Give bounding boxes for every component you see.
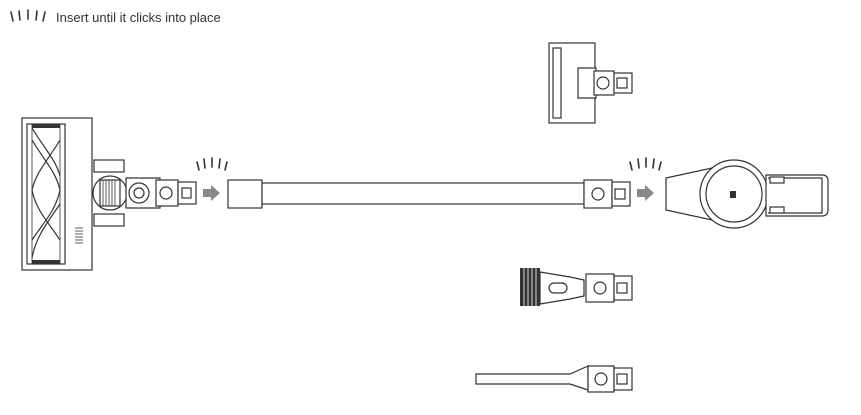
legend-text: Insert until it clicks into place	[56, 9, 221, 25]
click-sound-icon	[10, 9, 46, 22]
extension-tube	[227, 179, 631, 209]
handheld-unit	[665, 159, 829, 229]
legend: Insert until it clicks into place	[8, 6, 221, 28]
insert-arrow-1	[203, 185, 220, 201]
crevice-tool	[475, 365, 633, 393]
click-icon	[196, 157, 228, 171]
dusting-brush-tool	[520, 268, 633, 306]
bristles	[523, 268, 537, 306]
vent-lines	[75, 227, 83, 244]
click-icon	[629, 157, 662, 171]
mini-brush-tool	[548, 42, 633, 124]
floor-brush-head	[21, 117, 197, 271]
knurled-wheel	[99, 179, 121, 207]
insert-arrow-2	[637, 185, 654, 201]
